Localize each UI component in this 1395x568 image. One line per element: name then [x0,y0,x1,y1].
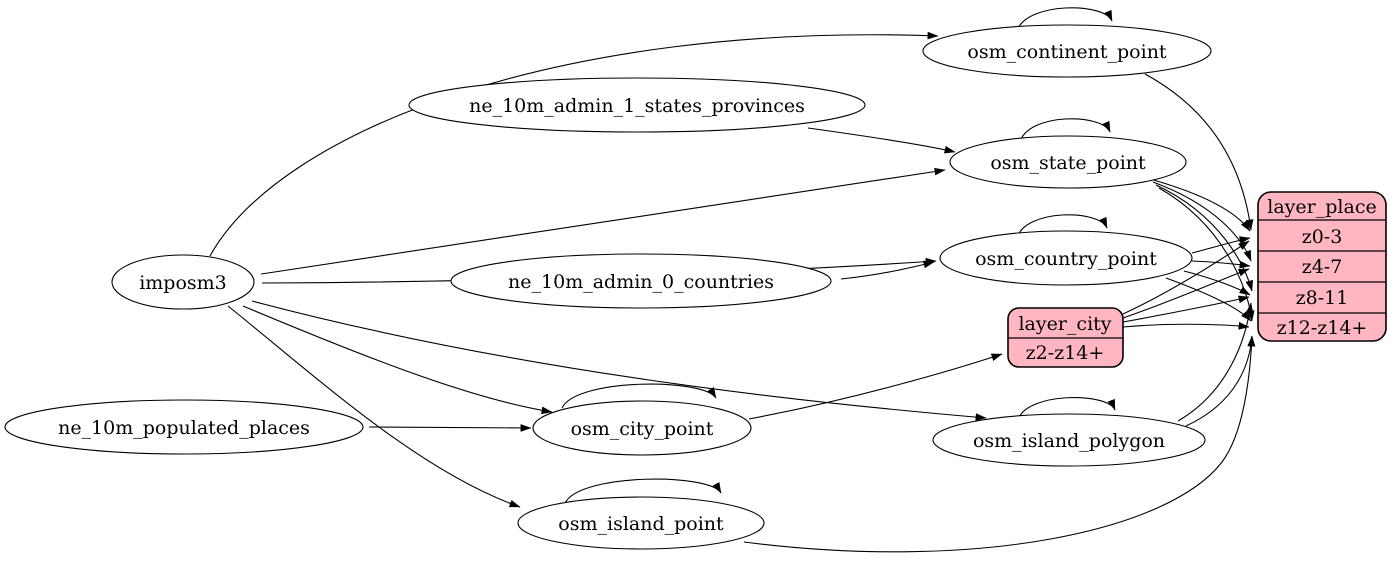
edge-layer_city-layer_place-z12-z14 [1122,321,1250,330]
node-osm_city_point: osm_city_point [532,400,752,456]
node-label: ne_10m_populated_places [58,417,310,439]
node-ellipse [932,413,1206,467]
record-row: z2-z14+ [1026,342,1105,364]
node-label: ne_10m_admin_0_countries [508,271,774,293]
node-label: osm_island_polygon [973,430,1165,452]
edge-osm_island_polygon-layer_place-z8-11 [1177,302,1254,422]
node-osm_continent_point: osm_continent_point [922,24,1212,78]
node-label: osm_island_point [558,513,724,535]
record-row: z12-z14+ [1277,317,1368,339]
self-loop-osm_country_point [1016,214,1108,239]
node-label: osm_continent_point [967,41,1167,63]
node-ellipse [939,230,1193,286]
self-loop-osm_island_point [564,478,722,504]
edge-osm_state_point-layer_place-z0-3 [1149,178,1251,232]
edge-osm_state_point-layer_place-z4-7 [1152,181,1252,262]
node-ne_10m_populated_places: ne_10m_populated_places [4,399,364,455]
edge-imposm3-osm_island_point [227,305,521,508]
edge-layer_city-layer_place-z0-3 [1122,240,1250,315]
edge-osm_country_point-layer_place-z12-z14 [1165,277,1252,322]
node-ellipse [532,400,752,456]
record-box [1257,191,1387,342]
record-row: z4-7 [1302,256,1343,278]
edge-layer_city-layer_place-z4-7 [1122,268,1250,319]
record-layer_city: layer_city z2-z14+ [1007,307,1124,368]
node-label: ne_10m_admin_1_states_provinces [469,95,805,117]
record-title: layer_city [1018,313,1111,335]
self-loop-osm_island_polygon [1017,397,1116,421]
node-label: osm_state_point [990,152,1146,174]
record-row: z8-11 [1296,287,1349,309]
self-loop-osm_continent_point [1016,7,1113,32]
node-ellipse [450,253,832,309]
node-osm_country_point: osm_country_point [939,230,1193,286]
node-ellipse [408,77,866,133]
edge-osm_island_point-layer_place-z12-z14 [743,335,1256,553]
node-label: imposm3 [139,272,227,294]
edge-imposm3-osm_continent_point [209,31,939,257]
edge-layer_city-layer_place-z8-11 [1122,295,1250,323]
record-layer_place: layer_place z0-3 z4-7 z8-11 z12-z14+ [1257,191,1387,342]
edge-osm_state_point-layer_place-z8-11 [1155,184,1253,292]
node-ellipse [517,496,765,550]
record-row: z0-3 [1302,226,1343,248]
node-osm_island_polygon: osm_island_polygon [932,413,1206,467]
edge-osm_city_point-layer_city [748,353,1003,420]
edge-ne_10m_admin_0_countries-osm_country_point [840,260,935,280]
edge-ne_10m_admin_1_states_provinces-osm_state_point [807,127,956,154]
node-ellipse [949,135,1187,189]
node-osm_state_point: osm_state_point [949,135,1187,189]
edge-osm_country_point-layer_place-z4-7 [1191,260,1251,269]
edge-osm_country_point-layer_place-z0-3 [1191,236,1251,254]
edge-imposm3-osm_island_polygon [251,300,987,421]
self-loop-osm_state_point [1019,118,1111,143]
node-osm_island_point: osm_island_point [517,496,765,550]
edges-layer [209,7,1256,553]
edge-osm_continent_point-layer_place-z0-3 [1144,73,1254,231]
node-imposm3: imposm3 [111,254,255,310]
edge-osm_country_point-layer_place-z8-11 [1183,270,1251,296]
edge-imposm3-osm_city_point [242,305,553,415]
node-ne_10m_admin_0_countries: ne_10m_admin_0_countries [450,253,832,309]
self-loop-osm_city_point [561,383,717,409]
node-ellipse [922,24,1212,78]
node-label: osm_city_point [571,418,714,440]
node-ne_10m_admin_1_states_provinces: ne_10m_admin_1_states_provinces [408,77,866,133]
record-title: layer_place [1267,196,1376,218]
edge-ne_10m_populated_places-osm_city_point [368,424,532,432]
node-label: osm_country_point [975,248,1157,270]
node-ellipse [111,254,255,310]
node-ellipse [4,399,364,455]
